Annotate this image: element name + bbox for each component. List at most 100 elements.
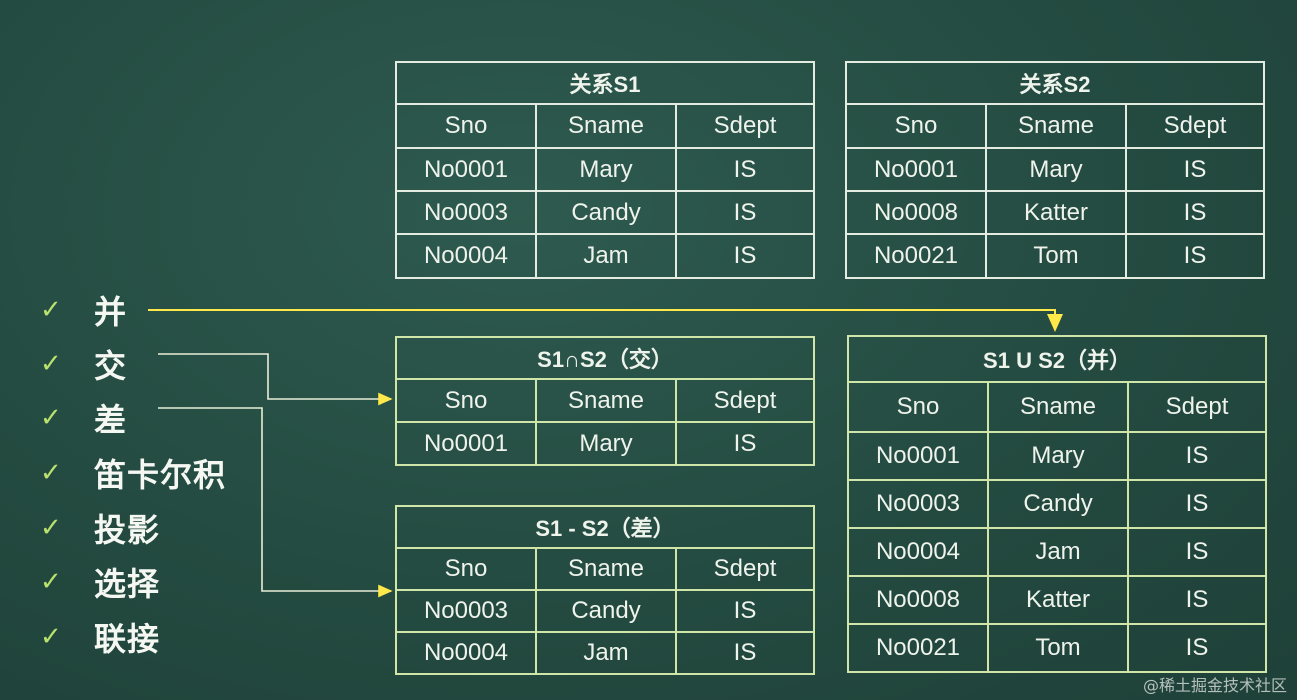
cell-sdept: IS bbox=[1126, 527, 1268, 577]
check-item-cartesian: ✓ 笛卡尔积 bbox=[40, 445, 280, 501]
cell-sdept: IS bbox=[1124, 190, 1266, 235]
cell-sname: Jam bbox=[535, 233, 677, 279]
cell-sdept: IS bbox=[674, 147, 816, 192]
cell-sno: No0008 bbox=[847, 575, 989, 625]
cell-sdept: IS bbox=[1124, 233, 1266, 279]
check-label-difference: 差 bbox=[94, 401, 128, 439]
checkmark-icon: ✓ bbox=[40, 567, 62, 597]
table-title: S1 - S2（差） bbox=[395, 505, 815, 549]
cell-sdept: IS bbox=[675, 631, 815, 675]
cell-sdept: IS bbox=[1126, 479, 1268, 529]
check-item-difference: ✓ 差 bbox=[40, 390, 280, 446]
table-title: S1 U S2（并） bbox=[846, 335, 1268, 383]
cell-sno: No0003 bbox=[847, 479, 989, 529]
cell-sname: Katter bbox=[985, 190, 1127, 235]
cell-sdept: IS bbox=[675, 421, 815, 466]
check-label-union: 并 bbox=[94, 293, 128, 331]
checkmark-icon: ✓ bbox=[40, 458, 62, 488]
cell-sno: No0021 bbox=[847, 623, 989, 673]
cell-sname: Tom bbox=[985, 233, 1127, 279]
cell-sno: No0004 bbox=[395, 631, 537, 675]
table-title: 关系S2 bbox=[844, 61, 1266, 105]
column-header-sno: Sno bbox=[395, 378, 537, 423]
table-row: No0004 Jam IS bbox=[847, 527, 1268, 577]
column-header-sno: Sno bbox=[845, 103, 987, 149]
cell-sno: No0003 bbox=[395, 190, 537, 235]
arrow-difference bbox=[158, 407, 393, 598]
table-row: No0004 Jam IS bbox=[395, 631, 815, 675]
table-row: No0008 Katter IS bbox=[847, 575, 1268, 625]
cell-sname: Jam bbox=[535, 631, 677, 675]
table-title: 关系S1 bbox=[394, 61, 816, 105]
table-row: No0008 Katter IS bbox=[845, 190, 1266, 235]
cell-sno: No0001 bbox=[845, 147, 987, 192]
cell-sname: Jam bbox=[987, 527, 1129, 577]
table-difference: S1 - S2（差） Sno Sname Sdept No0003 Candy … bbox=[395, 505, 815, 675]
column-header-sname: Sname bbox=[985, 103, 1127, 149]
cell-sdept: IS bbox=[674, 190, 816, 235]
cell-sno: No0003 bbox=[395, 589, 537, 633]
cell-sname: Candy bbox=[987, 479, 1129, 529]
arrow-union bbox=[148, 309, 1063, 332]
cell-sno: No0001 bbox=[395, 147, 537, 192]
cell-sname: Candy bbox=[535, 589, 677, 633]
table-row: No0001 Mary IS bbox=[395, 421, 815, 466]
check-item-join: ✓ 联接 bbox=[40, 609, 280, 665]
table-row: No0021 Tom IS bbox=[845, 233, 1266, 279]
column-header-sname: Sname bbox=[535, 378, 677, 423]
check-label-selection: 选择 bbox=[94, 565, 161, 603]
column-header-sdept: Sdept bbox=[675, 547, 815, 591]
column-header-sdept: Sdept bbox=[1124, 103, 1266, 149]
check-label-cartesian: 笛卡尔积 bbox=[94, 456, 227, 494]
table-union: S1 U S2（并） Sno Sname Sdept No0001 Mary I… bbox=[846, 335, 1268, 673]
column-header-sdept: Sdept bbox=[675, 378, 815, 423]
check-item-selection: ✓ 选择 bbox=[40, 554, 280, 610]
cell-sdept: IS bbox=[1126, 575, 1268, 625]
table-row: No0003 Candy IS bbox=[395, 589, 815, 633]
check-item-projection: ✓ 投影 bbox=[40, 500, 280, 556]
table-row: No0004 Jam IS bbox=[395, 233, 816, 279]
column-header-sname: Sname bbox=[535, 547, 677, 591]
cell-sno: No0004 bbox=[395, 233, 537, 279]
column-header-sno: Sno bbox=[395, 103, 537, 149]
cell-sno: No0001 bbox=[847, 431, 989, 481]
checkmark-icon: ✓ bbox=[40, 513, 62, 543]
column-header-sno: Sno bbox=[847, 381, 989, 433]
cell-sno: No0001 bbox=[395, 421, 537, 466]
checkmark-icon: ✓ bbox=[40, 403, 62, 433]
checkmark-icon: ✓ bbox=[40, 295, 62, 325]
cell-sname: Candy bbox=[535, 190, 677, 235]
cell-sdept: IS bbox=[1124, 147, 1266, 192]
cell-sname: Mary bbox=[985, 147, 1127, 192]
cell-sno: No0008 bbox=[845, 190, 987, 235]
cell-sname: Katter bbox=[987, 575, 1129, 625]
check-label-projection: 投影 bbox=[94, 511, 161, 549]
table-row: No0021 Tom IS bbox=[847, 623, 1268, 673]
checkmark-icon: ✓ bbox=[40, 349, 62, 379]
cell-sdept: IS bbox=[1126, 431, 1268, 481]
table-row: No0001 Mary IS bbox=[845, 147, 1266, 192]
column-header-sdept: Sdept bbox=[1126, 381, 1268, 433]
cell-sno: No0021 bbox=[845, 233, 987, 279]
table-row: No0001 Mary IS bbox=[847, 431, 1268, 481]
column-header-sname: Sname bbox=[987, 381, 1129, 433]
column-header-sdept: Sdept bbox=[674, 103, 816, 149]
cell-sname: Tom bbox=[987, 623, 1129, 673]
cell-sno: No0004 bbox=[847, 527, 989, 577]
arrow-intersect bbox=[158, 353, 393, 406]
cell-sname: Mary bbox=[987, 431, 1129, 481]
table-row: No0003 Candy IS bbox=[395, 190, 816, 235]
table-title: S1∩S2（交） bbox=[395, 336, 815, 380]
check-label-join: 联接 bbox=[94, 620, 161, 658]
column-header-sno: Sno bbox=[395, 547, 537, 591]
cell-sdept: IS bbox=[675, 589, 815, 633]
checkmark-icon: ✓ bbox=[40, 622, 62, 652]
check-label-intersect: 交 bbox=[94, 347, 128, 385]
cell-sname: Mary bbox=[535, 147, 677, 192]
cell-sdept: IS bbox=[1126, 623, 1268, 673]
cell-sname: Mary bbox=[535, 421, 677, 466]
table-row: No0003 Candy IS bbox=[847, 479, 1268, 529]
table-row: No0001 Mary IS bbox=[395, 147, 816, 192]
table-intersection: S1∩S2（交） Sno Sname Sdept No0001 Mary IS bbox=[395, 336, 815, 466]
